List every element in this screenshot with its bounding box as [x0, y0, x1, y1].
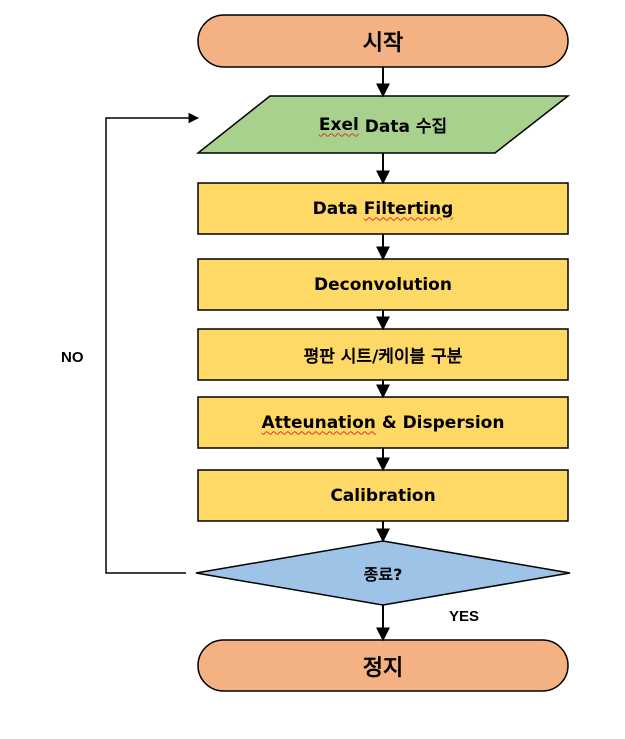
decision-label: 종료?	[363, 565, 403, 584]
filter-label-word2: Filterting	[363, 198, 454, 219]
classify-label: 평판 시트/케이블 구분	[303, 347, 463, 367]
no-branch-label: NO	[61, 349, 84, 366]
stop-label: 정지	[362, 655, 404, 681]
classify-process-box	[197, 328, 569, 381]
filter-process-box	[197, 182, 569, 235]
attenuation-label: Atteunation & Dispersion	[198, 397, 568, 448]
data-collect-parallelogram	[195, 95, 571, 154]
loop-back-no-connector	[105, 112, 200, 574]
attenuation-label-rest: & Dispersion	[375, 412, 505, 433]
data-collect-label-word: Exel	[318, 114, 359, 135]
deconvolution-label: Deconvolution	[314, 274, 452, 295]
filter-label: Data Filterting	[198, 183, 568, 234]
data-collect-label-rest: Data 수집	[358, 117, 448, 137]
calibration-label: Calibration	[330, 485, 436, 506]
data-collect-label: Exel Data 수집	[198, 96, 568, 153]
start-label: 시작	[362, 31, 404, 56]
attenuation-label-word: Atteunation	[261, 412, 376, 433]
yes-branch-label: YES	[449, 608, 480, 625]
filter-label-word1: Data	[312, 198, 358, 219]
calibration-process-box	[197, 469, 569, 522]
